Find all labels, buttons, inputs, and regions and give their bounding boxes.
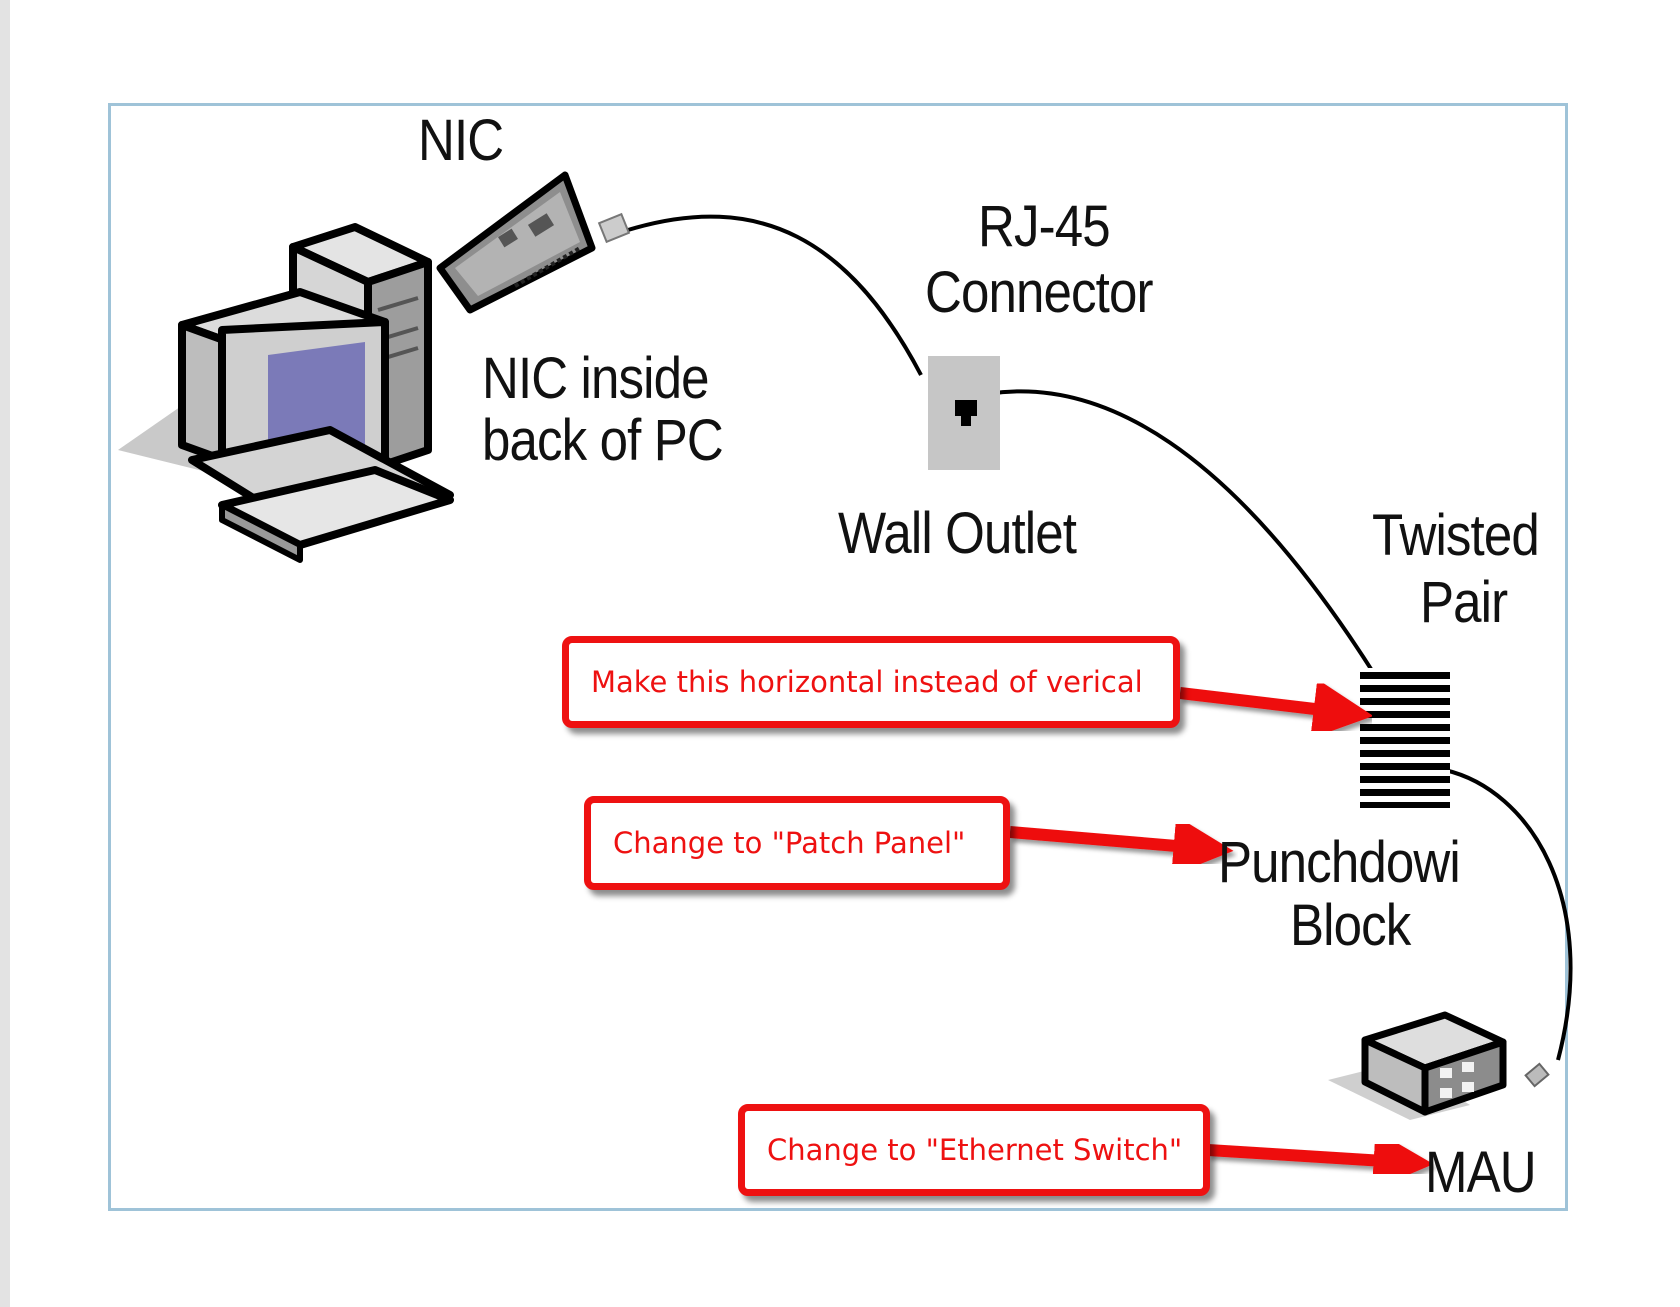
callout-patch-panel-text: Change to "Patch Panel"	[613, 826, 966, 860]
wall-outlet-icon	[928, 356, 1000, 470]
nic-inside-label-line1: NIC inside	[482, 346, 710, 411]
nic-card-icon	[436, 171, 596, 314]
callout-make-horizontal-text: Make this horizontal instead of verical	[591, 665, 1143, 699]
punchdown-block-icon	[1360, 668, 1450, 808]
rj45-plug-icon	[597, 212, 631, 244]
mau-label: MAU	[1425, 1140, 1537, 1205]
desktop-pc-icon	[118, 223, 454, 563]
punchdown-label-line2: Block	[1290, 893, 1411, 958]
arrow-ethernet-switch-callout	[1207, 1130, 1434, 1191]
callout-ethernet-switch-text: Change to "Ethernet Switch"	[767, 1133, 1183, 1167]
wall-outlet-label: Wall Outlet	[838, 501, 1077, 566]
twisted-pair-label-line1: Twisted	[1372, 503, 1540, 568]
rj45-label-line2: Connector	[925, 260, 1153, 325]
rj45-label-line1: RJ-45	[978, 194, 1111, 259]
mau-hub-icon	[1328, 1011, 1550, 1120]
arrow-patch-panel-callout	[1009, 815, 1234, 876]
cable-block-to-mau	[1444, 768, 1573, 1061]
twisted-pair-label-line2: Pair	[1420, 570, 1508, 635]
left-scroll-strip	[0, 0, 10, 1307]
cable-nic-to-outlet	[627, 214, 923, 376]
nic-inside-label-line2: back of PC	[482, 408, 724, 473]
arrow-horizontal-callout	[1179, 679, 1374, 739]
callout-make-horizontal: Make this horizontal instead of verical	[562, 636, 1180, 728]
cable-outlet-to-block	[959, 389, 1380, 682]
callout-patch-panel: Change to "Patch Panel"	[584, 796, 1010, 890]
nic-label: NIC	[418, 108, 504, 173]
callout-ethernet-switch: Change to "Ethernet Switch"	[738, 1104, 1210, 1196]
punchdown-label-line1: Punchdowi	[1218, 830, 1461, 895]
